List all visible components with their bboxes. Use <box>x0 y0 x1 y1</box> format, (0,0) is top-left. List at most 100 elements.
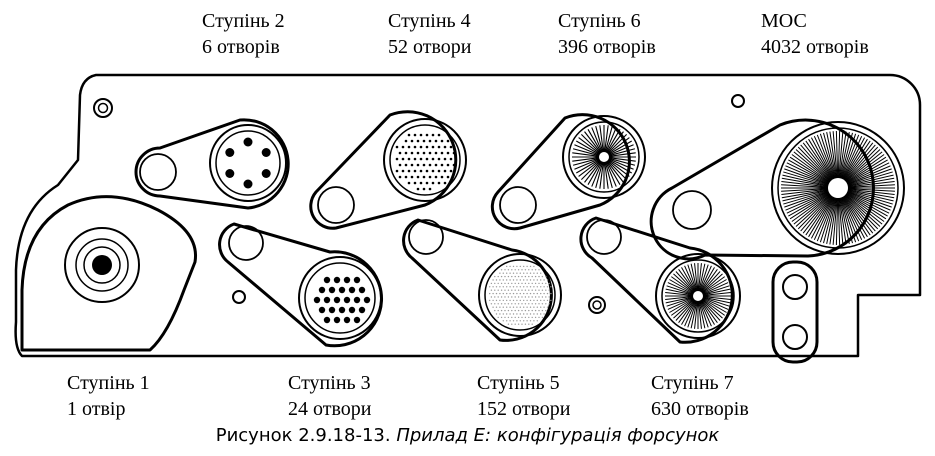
orifice-dot <box>512 306 515 308</box>
stage-5-nozzle <box>402 218 562 342</box>
orifice-ray <box>604 125 609 152</box>
orifice-dot <box>550 286 552 288</box>
orifice-dot <box>538 282 540 285</box>
orifice-dot <box>502 292 504 295</box>
orifice-dot <box>422 139 426 143</box>
orifice-dot <box>531 309 533 312</box>
orifice-ray <box>673 273 694 292</box>
orifice-dot <box>517 275 520 278</box>
orifice-dot <box>446 139 450 143</box>
orifice-dot <box>500 275 503 278</box>
orifice-dot <box>502 272 504 274</box>
orifice-ray <box>845 151 883 183</box>
orifice-dot <box>538 296 540 298</box>
orifice-dot <box>512 299 515 302</box>
orifice-dot <box>534 269 537 271</box>
orifice-dot <box>533 279 535 281</box>
orifice-dot <box>517 269 520 271</box>
orifice-dot <box>528 282 530 285</box>
orifice-dot <box>495 279 498 281</box>
orifice-dot <box>504 303 506 305</box>
orifice-ray <box>840 132 853 179</box>
orifice-dot <box>541 309 544 312</box>
stage-name: Ступінь 1 <box>67 372 150 394</box>
orifice-dot <box>524 296 527 298</box>
orifice-ray <box>694 263 698 290</box>
orifice-dot <box>489 299 491 302</box>
orifice-dot <box>422 175 426 179</box>
orifice-dot <box>529 313 532 315</box>
orifice-ray <box>580 160 601 181</box>
orifice-dot <box>443 181 447 185</box>
orifice-dot <box>538 275 540 278</box>
orifice-dot <box>509 272 511 274</box>
orifice-ray <box>666 297 692 307</box>
orifice-dot <box>523 279 525 281</box>
orifice-dot <box>534 309 537 312</box>
orifice-ray <box>607 161 624 183</box>
orifice-ray <box>788 159 830 184</box>
orifice-dot <box>509 320 511 322</box>
orifice-dot <box>541 296 544 298</box>
orifice-ray <box>609 158 634 170</box>
orifice-dot <box>318 286 326 294</box>
orifice-ray <box>584 131 601 153</box>
orifice-dot <box>410 175 414 179</box>
orifice-dot <box>416 163 420 167</box>
orifice-dot <box>404 139 408 143</box>
orifice-ray <box>608 140 632 155</box>
orifice-dot <box>545 282 547 285</box>
orifice-ray <box>781 177 829 187</box>
orifice-ray <box>808 138 834 180</box>
orifice-ray <box>576 140 600 155</box>
orifice-ray <box>671 299 693 316</box>
orifice-dot <box>509 286 511 288</box>
orifice-pattern-7 <box>665 263 731 329</box>
orifice-ray <box>781 184 829 188</box>
orifice-dot <box>519 286 521 288</box>
orifice-dot <box>517 309 520 312</box>
orifice-dot <box>543 313 545 315</box>
orifice-ray <box>847 168 892 186</box>
orifice-dot <box>524 303 527 305</box>
orifice-ray <box>826 197 837 244</box>
orifice-dot <box>540 306 542 308</box>
orifice-ray <box>781 188 829 195</box>
orifice-dot <box>343 276 351 284</box>
orifice-ray <box>687 264 697 290</box>
orifice-dot <box>506 320 508 322</box>
stage-hole-count: 630 отворів <box>651 398 749 420</box>
orifice-dot <box>431 169 435 173</box>
orifice-ray <box>704 282 729 294</box>
orifice-ray <box>701 269 718 291</box>
orifice-dot <box>524 289 527 291</box>
orifice-pattern-3 <box>313 276 371 324</box>
stage-2-label: Ступінь 2 6 отворів <box>202 8 285 60</box>
orifice-dot <box>428 139 432 143</box>
orifice-dot <box>512 265 515 268</box>
orifice-dot <box>492 292 494 295</box>
orifice-dot <box>512 279 515 281</box>
orifice-dot <box>443 169 447 173</box>
orifice-dot <box>546 306 549 308</box>
orifice-dot <box>541 303 544 305</box>
orifice-dot <box>492 306 494 308</box>
orifice-ray <box>694 302 698 329</box>
orifice-dot <box>519 306 521 308</box>
orifice-dot <box>494 303 496 305</box>
orifice-pattern-6 <box>572 125 636 189</box>
orifice-ray <box>845 193 883 225</box>
orifice-ray <box>785 191 829 211</box>
orifice-dot <box>533 292 535 295</box>
stage-hole-count: 1 отвір <box>67 398 126 420</box>
orifice-ray <box>673 300 694 319</box>
orifice-dot <box>437 181 441 185</box>
orifice-ray <box>847 188 895 195</box>
orifice-dot <box>529 320 532 322</box>
orifice-ray <box>791 154 831 183</box>
orifice-dot <box>524 275 527 278</box>
orifice-dot <box>507 289 510 291</box>
orifice-dot <box>449 157 453 161</box>
orifice-ray <box>703 299 725 316</box>
orifice-dot <box>548 296 550 298</box>
